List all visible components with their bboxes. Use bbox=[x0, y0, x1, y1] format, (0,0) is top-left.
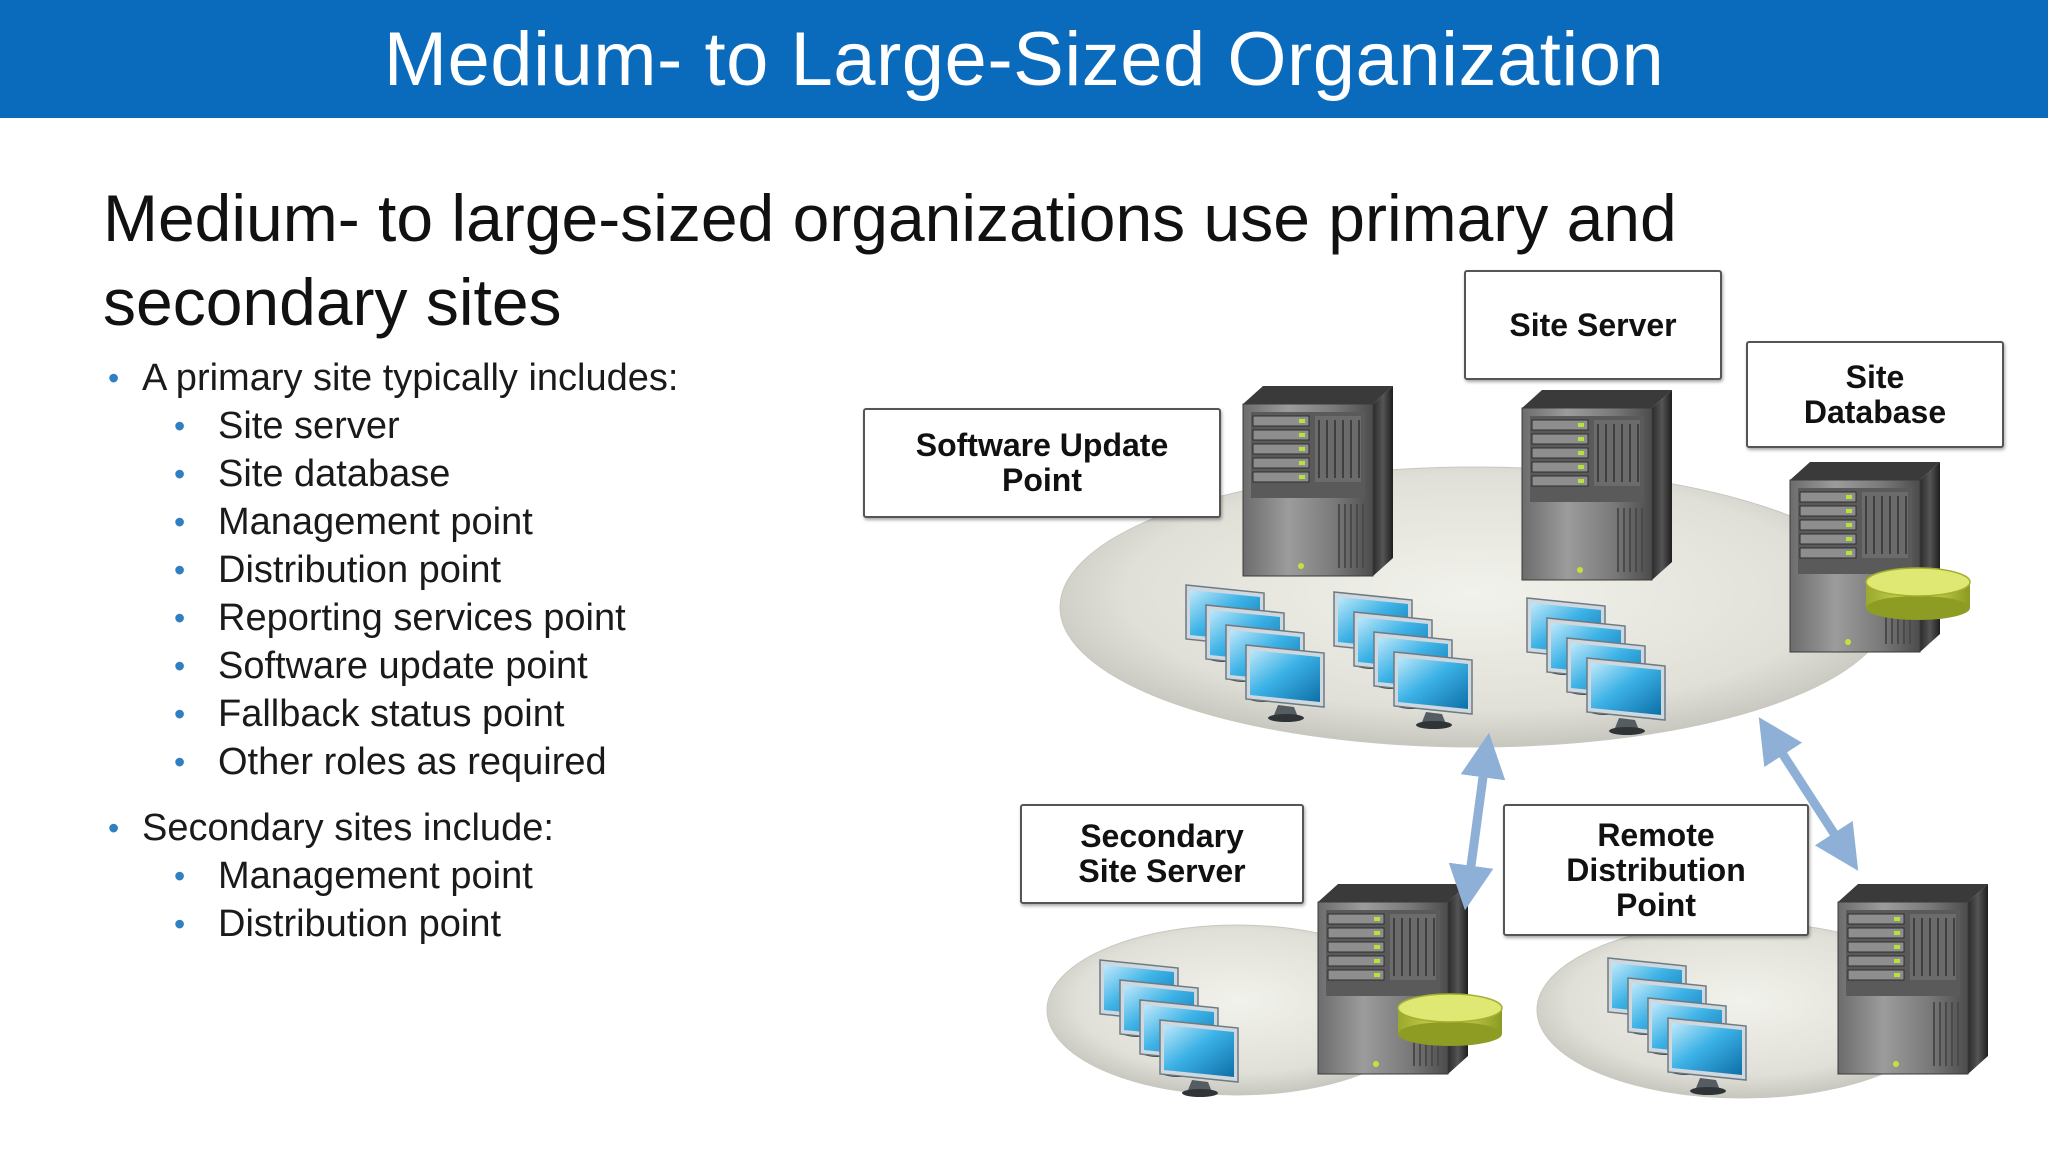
remote-distribution-point-label: Remote Distribution Point bbox=[1503, 804, 1809, 936]
list-item: Fallback status point bbox=[108, 690, 678, 738]
site-database-label: Site Database bbox=[1746, 341, 2004, 448]
title-bar: Medium- to Large-Sized Organization bbox=[0, 0, 2048, 118]
list-item: Distribution point bbox=[108, 900, 678, 948]
list-item: Site database bbox=[108, 450, 678, 498]
database-icon bbox=[1865, 567, 1971, 621]
list-item: Management point bbox=[108, 498, 678, 546]
arrow-icon bbox=[1448, 732, 1506, 911]
site-server-label: Site Server bbox=[1464, 270, 1722, 380]
list-item: Other roles as required bbox=[108, 738, 678, 786]
site-database-server-icon bbox=[1789, 461, 1941, 653]
software-update-point-text: Software Update Point bbox=[915, 427, 1169, 498]
primary-site-intro: A primary site typically includes: bbox=[108, 354, 678, 402]
list-item: Software update point bbox=[108, 642, 678, 690]
site-server-icon bbox=[1521, 389, 1673, 581]
secondary-site-server-label: Secondary Site Server bbox=[1020, 804, 1304, 904]
remote-distribution-point-text: Remote Distribution Point bbox=[1566, 816, 1746, 923]
site-server-text: Site Server bbox=[1509, 306, 1677, 343]
secondary-site-server-text: Secondary Site Server bbox=[1078, 818, 1246, 889]
list-item: Management point bbox=[108, 852, 678, 900]
slide-title: Medium- to Large-Sized Organization bbox=[383, 16, 1665, 102]
remote-distribution-point-server-icon bbox=[1837, 883, 1989, 1075]
software-update-point-label: Software Update Point bbox=[863, 408, 1221, 518]
list-item: Site server bbox=[108, 402, 678, 450]
software-update-point-server-icon bbox=[1242, 385, 1394, 577]
list-item: Reporting services point bbox=[108, 594, 678, 642]
database-icon bbox=[1397, 993, 1503, 1047]
list-item: Distribution point bbox=[108, 546, 678, 594]
site-database-text: Site Database bbox=[1803, 358, 1947, 430]
arrow-icon bbox=[1758, 717, 1859, 871]
bullet-list: A primary site typically includes: Site … bbox=[108, 354, 678, 948]
secondary-site-intro: Secondary sites include: bbox=[108, 804, 678, 852]
slide-heading: Medium- to large-sized organizations use… bbox=[103, 181, 1677, 339]
